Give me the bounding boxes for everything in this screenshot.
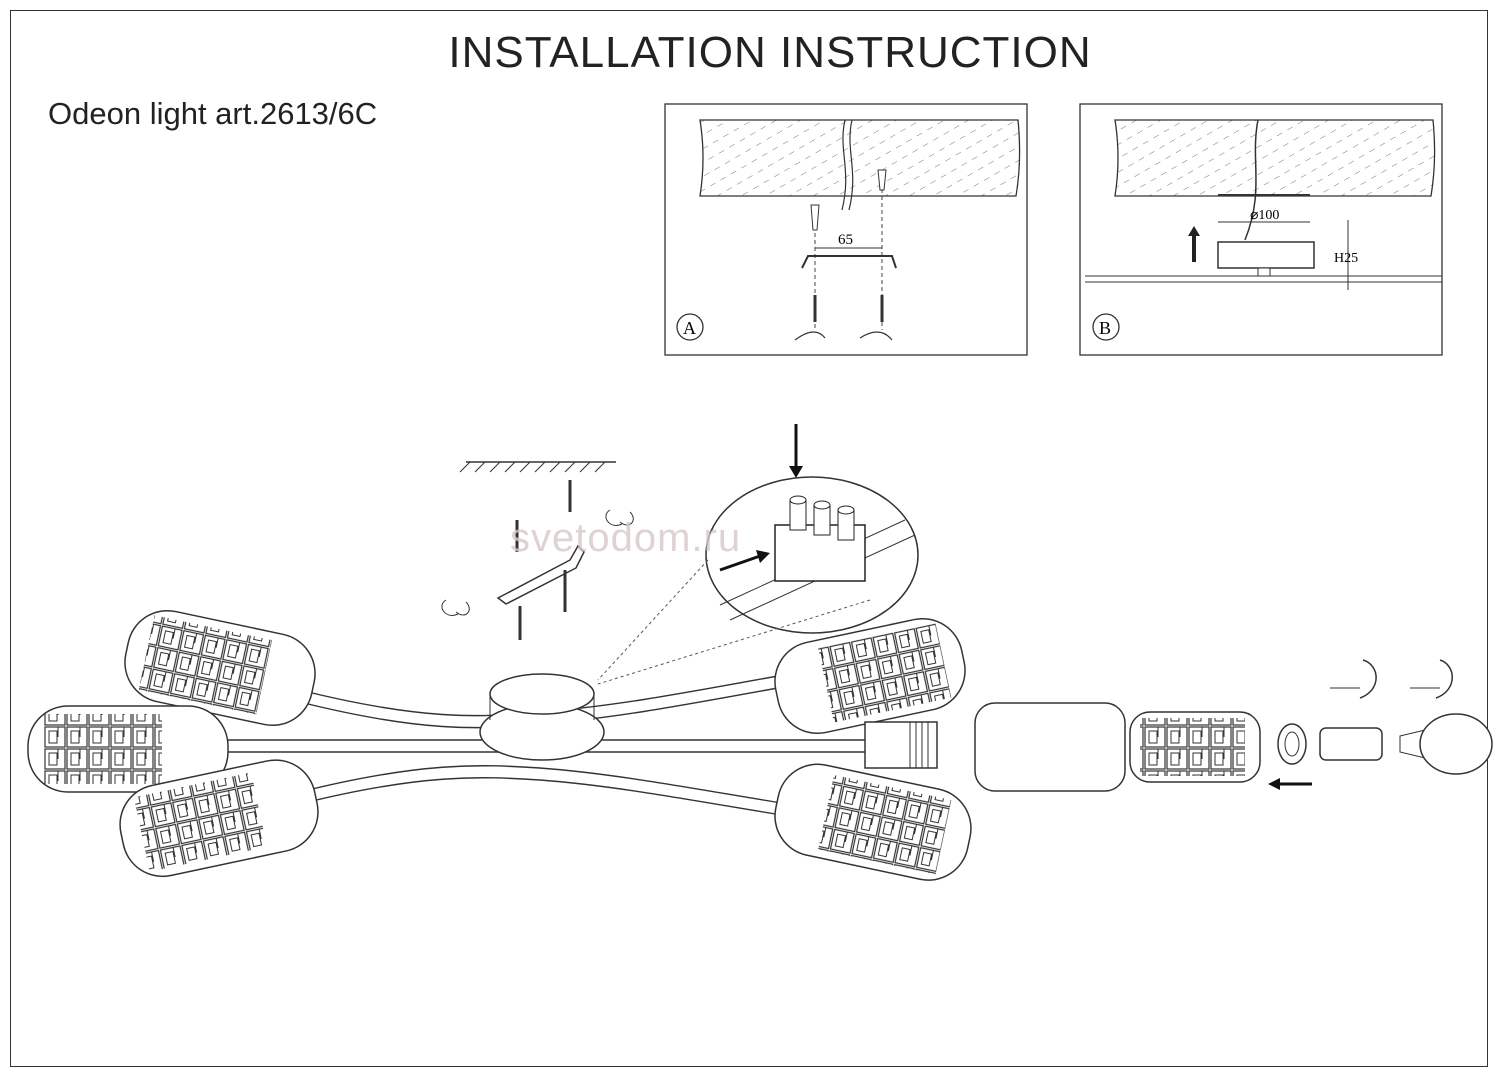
- diameter-100: ⌀100: [1250, 208, 1279, 223]
- canopy: [479, 673, 605, 761]
- page-title: INSTALLATION INSTRUCTION: [448, 28, 1092, 77]
- rotate-arrow-icon: [1435, 659, 1453, 699]
- canopy: [1217, 241, 1315, 269]
- height-25: H25: [1334, 251, 1358, 266]
- wall-plug-icon: [810, 169, 887, 231]
- rotate-arrow-icon: [605, 509, 634, 526]
- mounting-bracket: [496, 544, 585, 605]
- mounting-hardware: [441, 461, 634, 640]
- light-bulb-icon: [1399, 713, 1493, 775]
- drawing-border: [10, 10, 1488, 1067]
- panel-a-label: A: [683, 318, 696, 338]
- product-article: Odeon light art.2613/6C: [48, 96, 378, 131]
- panel-b: ⌀100 H25 B: [1079, 103, 1443, 356]
- shade-ring: [1277, 723, 1307, 765]
- rotate-arrow-icon: [859, 331, 893, 341]
- ceiling-fixture: [27, 609, 972, 881]
- lamp-socket: [864, 721, 938, 769]
- mounting-bracket: [801, 255, 897, 269]
- ceiling-section: [1114, 119, 1436, 197]
- watermark: svetodom.ru: [510, 516, 742, 560]
- dimension-65: 65: [838, 232, 853, 248]
- panel-a: 65 A: [664, 103, 1028, 356]
- terminal-block-callout: [597, 424, 919, 685]
- supply-cable: [841, 119, 854, 211]
- rotate-arrow-icon: [1359, 659, 1377, 699]
- lamp-shade: [774, 763, 972, 881]
- lamp-shade: [124, 609, 316, 727]
- lamp-shade: [27, 705, 229, 793]
- outer-shade: [974, 702, 1126, 792]
- exploded-shade-assembly: [974, 659, 1493, 792]
- lamp-holder: [1319, 727, 1383, 761]
- screw-icon: [813, 295, 884, 322]
- rotate-arrow-icon: [794, 331, 826, 341]
- lamp-shade: [119, 759, 319, 878]
- fixture-arm: [299, 765, 801, 819]
- right-arrow-icon: [719, 554, 761, 572]
- terminal-block: [774, 495, 866, 582]
- lamp-shade: [774, 617, 966, 735]
- screw-icon: [515, 480, 572, 640]
- panel-b-label: B: [1099, 318, 1111, 338]
- ceiling-section: [699, 119, 1021, 197]
- supply-cable: [1244, 119, 1259, 241]
- rotate-arrow-icon: [441, 599, 470, 616]
